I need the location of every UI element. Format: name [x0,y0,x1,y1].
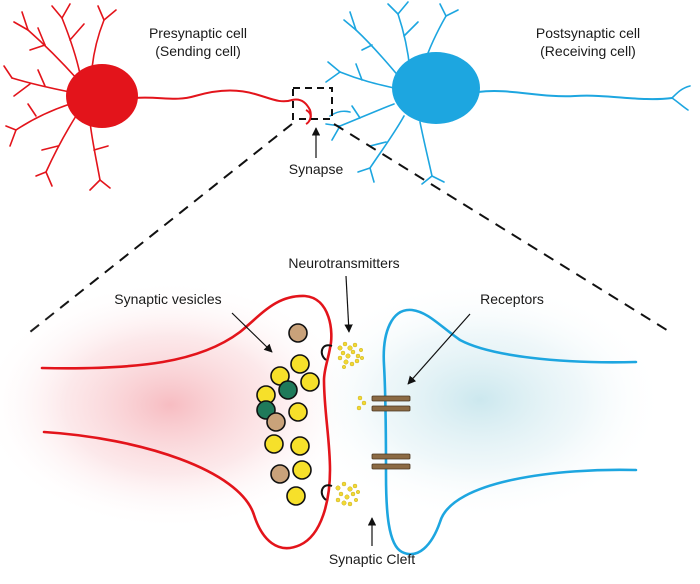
fusing-vesicle-bottom [320,484,333,501]
presynaptic-sub-label: (Sending cell) [155,43,241,59]
receptor-bar [371,395,411,402]
synapse-highlight-box [292,87,333,120]
vesicle-yellow [292,460,312,480]
vesicle-green [278,380,298,400]
postsynaptic-glow [295,280,665,520]
receptor-bar [371,463,411,470]
receptor-bar [371,453,411,460]
zoom-line-right [333,123,671,333]
vesicle-tan [288,323,308,343]
neurotransmitters-label: Neurotransmitters [288,255,399,271]
vesicle-yellow [286,486,306,506]
presynaptic-cell-body [66,64,138,128]
receptor-bar [371,405,411,412]
fusing-vesicle-top [320,344,333,361]
postsynaptic-membrane [382,308,638,556]
presynaptic-terminal [291,98,312,125]
postsynaptic-cell-body [392,52,480,124]
vesicle-tan [270,464,290,484]
vesicles-arrow [231,312,273,353]
synaptic-vesicles-label: Synaptic vesicles [114,291,221,307]
neurotransmitters-bottom [335,481,361,507]
vesicle-yellow [264,434,284,454]
presynaptic-membrane [40,294,333,550]
vesicle-tan [266,412,286,432]
postsynaptic-neuron [325,1,691,185]
synaptic-vesicles [256,323,320,506]
vesicle-yellow [290,436,310,456]
vesicle-yellow [288,402,308,422]
receptors [371,395,411,470]
vesicle-yellow [290,354,310,374]
synapse-label: Synapse [289,161,344,177]
presynaptic-title-label: Presynaptic cell [149,25,247,41]
presynaptic-neuron [3,3,293,191]
presynaptic-glow [0,280,360,530]
receptors-label: Receptors [480,291,544,307]
synaptic-cleft-label: Synaptic Cleft [329,551,415,567]
postsynaptic-sub-label: (Receiving cell) [540,43,636,59]
neurotransmitters-top [337,341,365,370]
vesicle-yellow [300,372,320,392]
neurotransmitters-mid [356,395,367,411]
neurotransmitters-arrow [344,275,353,333]
receptors-arrow [407,313,471,385]
postsynaptic-title-label: Postsynaptic cell [536,25,640,41]
